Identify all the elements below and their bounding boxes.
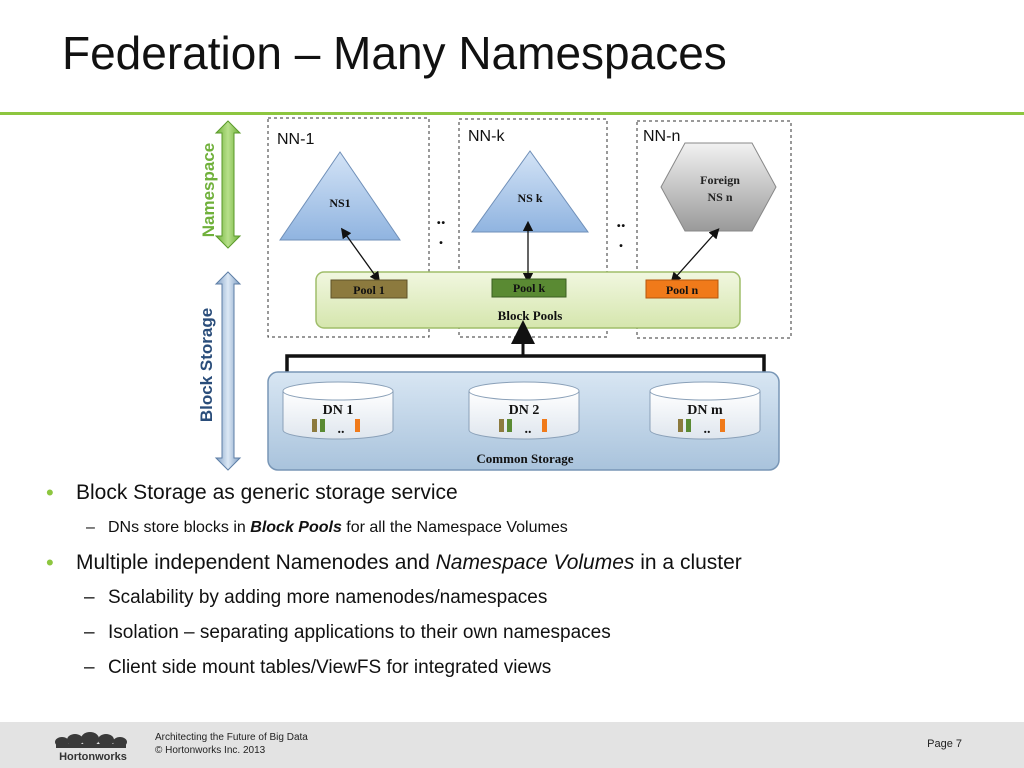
bullet-prefix: Multiple independent Namenodes and [76,551,436,574]
subbullet-text: Isolation – separating applications to t… [108,622,611,643]
pooln-label: Pool n [666,283,699,297]
poolk-label: Pool k [513,281,546,295]
federation-diagram: Namespace Block Storage NN-1 NN-k NN-n N… [197,117,792,471]
namespace-axis-label: Namespace [199,143,218,238]
subbullet-emphasis: Block Pools [250,519,342,536]
arrow-ns1-pool1 [340,227,381,283]
bullet-suffix: in a cluster [634,551,742,574]
dn2-block-2 [507,419,512,432]
ns1-label: NS1 [329,196,350,210]
subbullet-suffix: for all the Namespace Volumes [341,519,568,536]
ellipsis-1-bottom: . [439,228,444,248]
pool1-label: Pool 1 [353,283,385,297]
bullet-multiple-namenodes: • Multiple independent Namenodes and Nam… [46,548,1006,584]
pooln-box [645,279,719,299]
slide-title: Federation – Many Namespaces [62,27,727,79]
dnm-block-1 [678,419,683,432]
bullet-text: Block Storage as generic storage service [76,481,458,504]
dash-marker: – [84,587,95,608]
arrow-foreign-pooln [670,228,720,283]
dn2-block-1 [499,419,504,432]
ellipsis-2-top: .. [617,211,626,231]
block-pools-label: Block Pools [498,308,563,323]
namenode-box-1 [267,117,430,338]
dnm-block-3 [720,419,725,432]
dnm-block-2 [686,419,691,432]
subbullet-text: Client side mount tables/ViewFS for inte… [108,657,552,678]
nnk-label: NN-k [468,128,505,145]
foreign-ns-hexagon [660,142,777,232]
foreign-ns-label-line2: NS n [707,190,732,204]
footer-tagline: Architecting the Future of Big Data [155,732,308,743]
namespace-axis-arrow [214,120,242,249]
ns1-triangle [279,151,401,241]
subbullet-text: Scalability by adding more namenodes/nam… [108,587,548,608]
subbullet-prefix: DNs store blocks in [108,519,251,536]
dn1-block-3 [355,419,360,432]
dn1-label: DN 1 [323,403,354,418]
dn1-block-1 [312,419,317,432]
ellipsis-1-top: .. [437,208,446,228]
ellipsis-2-bottom: . [619,231,624,251]
dn1-block-2 [320,419,325,432]
footer-copyright: © Hortonworks Inc. 2013 [155,745,266,756]
dnm-dots: .. [704,422,711,437]
nnn-label: NN-n [643,128,680,145]
dn2-block-3 [542,419,547,432]
title-divider [0,112,1024,115]
subbullet-scalability: – Scalability by adding more namenodes/n… [46,584,1006,619]
nn1-label: NN-1 [277,131,314,148]
dnm-label: DN m [687,403,723,418]
logo-text: Hortonworks [59,751,127,763]
bullet-block-storage: • Block Storage as generic storage servi… [46,478,1006,514]
dash-marker: – [86,519,95,536]
dash-marker: – [84,622,95,643]
dn1-dots: .. [338,422,345,437]
bullet-marker: • [46,480,54,505]
dn2-dots: .. [525,422,532,437]
dn2-label: DN 2 [509,403,540,418]
dnm-cylinder [649,381,761,440]
common-storage-label: Common Storage [476,451,573,466]
hortonworks-logo: Hortonworks [55,732,127,763]
subbullet-isolation: – Isolation – separating applications to… [46,619,1006,654]
bullet-emphasis: Namespace Volumes [435,551,635,574]
storage-bracket [285,354,766,372]
subbullet-dns-store: – DNs store blocks in Block Pools for al… [46,514,1006,548]
poolk-box [491,278,567,298]
block-storage-axis-arrow [214,271,242,471]
dn1-cylinder [282,381,394,440]
bullet-marker: • [46,550,54,575]
dash-marker: – [84,657,95,678]
dn2-cylinder [468,381,580,440]
block-storage-axis-label: Block Storage [197,308,216,422]
slide-footer: Hortonworks Architecting the Future of B… [0,722,1024,768]
page-number: Page 7 [927,738,962,750]
foreign-ns-label-line1: Foreign [700,173,740,187]
bullet-list: • Block Storage as generic storage servi… [46,478,1006,689]
nsk-label: NS k [517,191,542,205]
pool1-box [330,279,408,299]
subbullet-mount-tables: – Client side mount tables/ViewFS for in… [46,654,1006,689]
